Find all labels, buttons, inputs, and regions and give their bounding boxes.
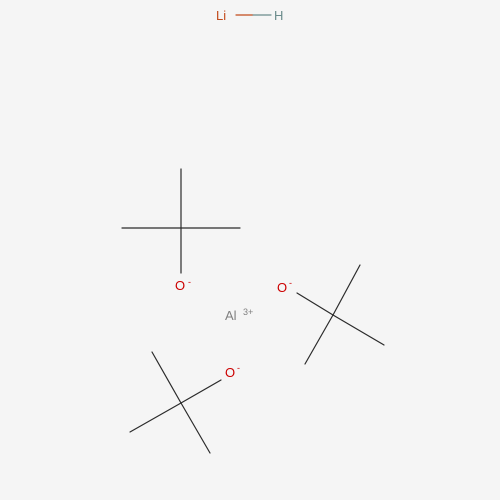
charge-oxygen-1: - (188, 277, 191, 287)
atom-li: Li (216, 8, 226, 23)
charge-oxygen-3: - (237, 363, 240, 373)
bond-methyl-down (304, 314, 334, 365)
charge-oxygen-2: - (289, 278, 292, 288)
bond-o-c (180, 379, 222, 404)
tert-butoxide-group-1: O - (121, 168, 241, 293)
bond-methyl-up (332, 264, 361, 316)
bond-o-c (296, 292, 334, 316)
atom-oxygen-3: O (225, 365, 235, 380)
bond-methyl-right (332, 314, 385, 346)
atom-aluminium: Al (225, 308, 237, 323)
bond-methyl-down (180, 402, 211, 454)
atom-oxygen-1: O (175, 278, 185, 293)
tert-butoxide-group-3: O - (129, 351, 240, 454)
bond-methyl-left (129, 402, 182, 433)
charge-aluminium: 3+ (243, 307, 253, 317)
atom-h: H (274, 8, 283, 23)
bond-methyl-up (151, 351, 182, 404)
tert-butoxide-group-2: O - (277, 264, 385, 365)
atom-oxygen-2: O (277, 280, 287, 295)
